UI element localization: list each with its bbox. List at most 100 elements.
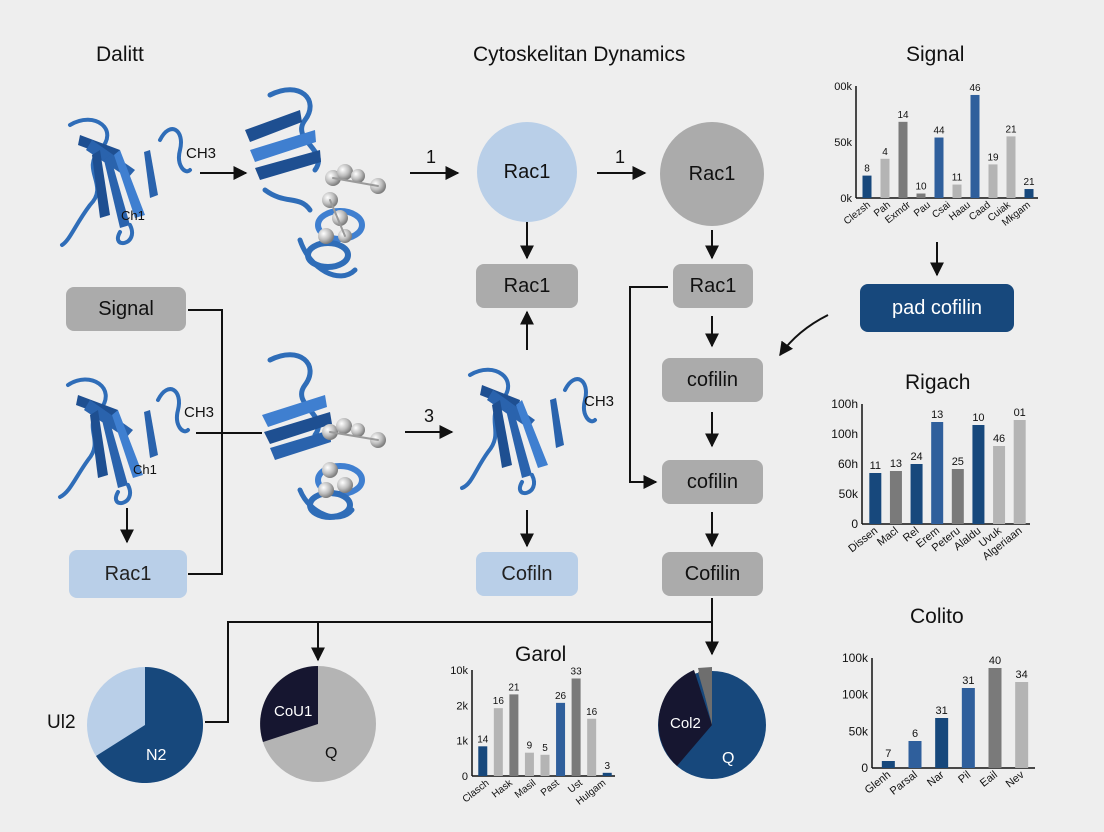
data-label: 31 [936,705,948,717]
rac1-circle-grey: Rac1 [660,122,764,226]
y-tick-label: 50k [839,487,859,501]
y-tick-label: 2k [456,700,468,712]
signal-box: Signal [66,287,186,331]
pie2-inner-top-label: CoU1 [274,703,313,720]
rac1-right-box: Rac1 [673,264,753,308]
bar [988,668,1002,768]
data-label: 21 [508,682,520,693]
bar [540,754,550,776]
bar [1013,420,1026,524]
pie-chart-1 [87,667,204,783]
pie-chart-3 [658,667,766,779]
data-label: 5 [542,743,548,754]
data-label: 9 [527,741,533,752]
bar [1024,189,1034,198]
category-label: Pau [912,200,933,220]
pie3-inner-bottom-label: Q [722,750,735,767]
bar [993,446,1006,524]
bar [889,471,902,524]
category-label: Masil [513,778,538,801]
data-label: 6 [912,728,918,740]
bar [961,688,975,768]
data-label: 25 [952,456,964,468]
title-rigach-chart: Rigach [905,371,971,394]
bar [478,746,488,776]
data-label: 7 [885,748,891,760]
bar [931,422,944,524]
category-label: Nev [1004,769,1027,791]
pie3-inner-left-label: Col2 [670,715,701,732]
data-label: 14 [477,734,489,745]
category-label: Past [539,778,562,799]
data-label: 40 [989,655,1001,667]
bar [587,718,597,776]
data-label: 33 [571,666,583,677]
pad-cofilin-box: pad cofilin [860,284,1014,332]
cofilin-box-1: cofilin [662,358,763,402]
data-label: 16 [493,696,505,707]
arrow-number-1: 1 [426,147,437,167]
y-tick-label: 0 [462,771,468,783]
data-label: 10 [915,182,927,193]
data-label: 46 [969,83,981,94]
bar [493,708,503,776]
label-mid-ch1: Ch1 [133,462,157,477]
bar [988,164,998,198]
data-label: 11 [870,460,881,472]
protein-structure-top-left [60,117,192,247]
data-label: 16 [586,707,598,718]
pie1-inner-label: N2 [146,747,167,764]
data-label: 21 [1005,124,1017,135]
label-top-ch3: CH3 [186,145,217,162]
category-label: Parsal [888,769,920,798]
data-label: 26 [555,691,567,702]
rac1-circle-light: Rac1 [477,122,577,222]
label-mid-ch3: CH3 [184,404,215,421]
category-label: Eail [978,769,1000,790]
y-tick-label: 00k [834,81,852,93]
arrow-number-2: 1 [615,147,626,167]
bar [881,761,895,768]
bar [934,137,944,198]
category-label: Nar [925,769,947,790]
bar [935,718,949,768]
y-tick-label: 100k [842,651,869,665]
data-label: 19 [987,152,999,163]
data-label: 44 [933,126,945,137]
bar [972,425,985,524]
data-label: 46 [993,433,1005,445]
y-tick-label: 10k [450,665,468,677]
title-left: Dalitt [96,43,144,66]
protein-complex-top [245,87,386,279]
protein-complex-mid [262,352,386,520]
label-top-ch1: Ch1 [121,208,145,223]
bar [970,94,980,198]
category-label: Pil [956,769,973,786]
category-label: Macl [875,525,901,549]
data-label: 13 [931,409,943,421]
y-tick-label: 0 [851,517,858,531]
bar [1006,136,1016,198]
arrow-number-3: 3 [424,406,435,426]
y-tick-label: 100h [831,397,858,411]
category-label: Haau [947,200,973,223]
bar [571,678,581,776]
pie-chart-2 [260,666,376,782]
y-tick-label: 50k [849,724,869,738]
bar [952,184,962,198]
bar [556,702,566,776]
data-label: 34 [1016,669,1028,681]
bar [916,193,926,198]
y-tick-label: 100h [831,427,858,441]
protein-structure-center [460,367,597,496]
rac1-center-box: Rac1 [476,264,578,308]
bar [862,175,872,198]
bar [509,694,519,776]
bar [524,752,534,776]
category-label: Hask [490,777,516,800]
data-label: 11 [952,173,963,184]
connectors [120,166,944,723]
pie1-outer-label: Ul2 [47,712,76,733]
